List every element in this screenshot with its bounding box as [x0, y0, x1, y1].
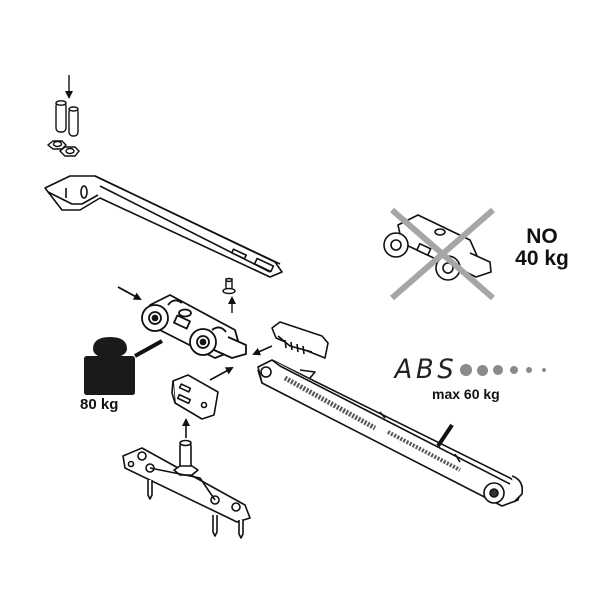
clip-plate: [171, 367, 234, 420]
abs-dot-icon: [526, 367, 532, 373]
no-40kg-label: NO 40 kg: [512, 225, 572, 271]
no-label-line1: NO: [526, 225, 558, 248]
abs-dot-icon: [510, 366, 518, 374]
abs-dot-icon: [460, 364, 472, 376]
mounting-plate: [122, 418, 251, 539]
top-arm-bracket: [44, 175, 283, 278]
weight-80kg-label: 80 kg: [80, 396, 119, 413]
arrow-to-carriage-icon: [209, 367, 234, 381]
abs-dot-icon: [493, 365, 503, 375]
weight-icon: [84, 337, 135, 395]
roller-carriage: [117, 286, 247, 359]
arrow-diagonal-icon: [117, 286, 142, 300]
bolts-and-nuts: [46, 75, 80, 157]
abs-dot-icon: [542, 368, 546, 372]
damper-connector: [252, 321, 329, 359]
prohibited-cross-icon: [390, 207, 495, 301]
weight-connector-line: [134, 339, 163, 358]
abs-dot-icon: [477, 364, 488, 376]
abs-damper: [257, 359, 524, 507]
max-load-connector-line: [436, 423, 454, 448]
max-60kg-label: max 60 kg: [432, 386, 500, 402]
small-pin: [222, 277, 236, 313]
abs-label: ABS: [394, 354, 458, 385]
no-label-line2: 40 kg: [515, 247, 569, 271]
arrow-left-icon: [252, 345, 273, 356]
